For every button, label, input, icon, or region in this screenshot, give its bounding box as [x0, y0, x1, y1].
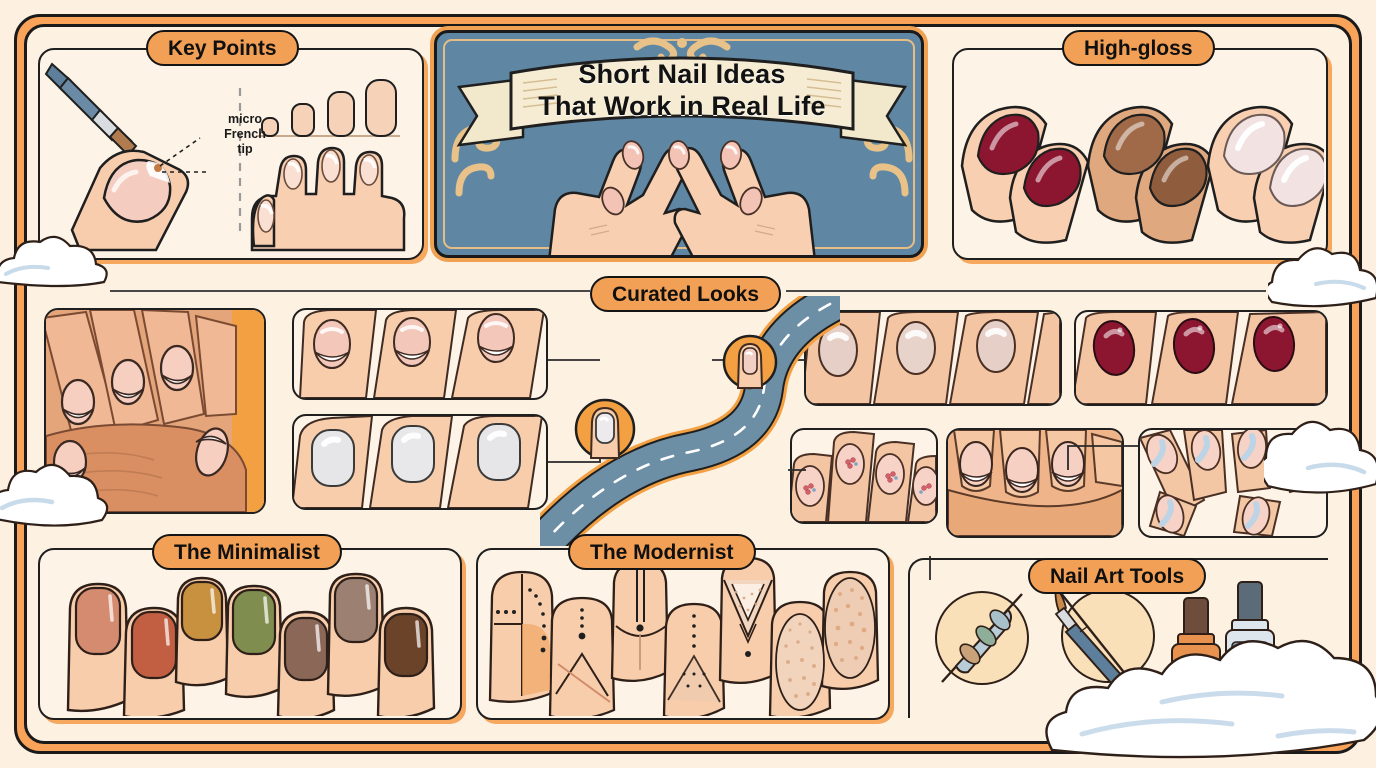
ornament-center-dot [677, 38, 687, 48]
card-pearl-chrome-nails[interactable] [804, 310, 1062, 406]
design-chevron-line-dots [555, 608, 611, 703]
divider-left [110, 290, 590, 292]
minimalist-nail-row [66, 572, 436, 716]
panel-high-gloss [952, 48, 1328, 260]
panel-minimalist [38, 548, 462, 720]
nail-brush-icon [44, 62, 138, 157]
annotation-leader-line [159, 137, 208, 173]
label-modernist[interactable]: The Modernist [568, 534, 756, 570]
title-ribbon [456, 56, 908, 147]
annotation-line-1: micro [227, 112, 263, 126]
dotting-tool-icon [941, 593, 1023, 683]
gloss-nail-pair-pearl [1206, 105, 1324, 244]
label-key-points[interactable]: Key Points [146, 30, 299, 66]
panel-modernist [476, 548, 890, 720]
label-nail-art-tools[interactable]: Nail Art Tools [1028, 558, 1207, 594]
design-dotted-triangle [667, 614, 721, 703]
floral-decals [803, 457, 932, 495]
card-floral-accent-nails[interactable] [790, 428, 938, 524]
annotation-line-2: French [224, 126, 266, 141]
annotation-line-3: tip [237, 141, 253, 156]
road-node-milky-nail[interactable] [574, 398, 636, 460]
divider-right [786, 290, 1266, 292]
card-milky-white-three-nails[interactable] [292, 414, 548, 510]
winding-road-graphic [540, 296, 840, 546]
design-colorblock-dots [494, 574, 550, 696]
label-high-gloss[interactable]: High-gloss [1062, 30, 1215, 66]
road-node-nude-nail[interactable] [722, 334, 778, 390]
nail-length-chart [258, 79, 400, 137]
label-minimalist[interactable]: The Minimalist [152, 534, 342, 570]
polish-bottle-blue-icon [1225, 581, 1275, 685]
design-glitter-gradient [775, 613, 825, 711]
polish-bottle-orange-icon [1171, 597, 1221, 697]
panel-key-points: micro French tip [38, 48, 424, 260]
hand-french-tips-illustration [250, 146, 406, 252]
label-curated-looks[interactable]: Curated Looks [590, 276, 782, 312]
card-french-tip-hand-hero[interactable] [44, 308, 266, 514]
hero-title-banner: Short Nail Ideas That Work in Real Life [434, 30, 924, 258]
gloss-nail-pair-deep-red [960, 105, 1090, 244]
hero-title-line-1: Short Nail Ideas [578, 59, 786, 89]
design-full-glitter [824, 577, 876, 679]
card-deep-red-nails[interactable] [1074, 310, 1328, 406]
hero-title-line-2: That Work in Real Life [538, 90, 826, 121]
micro-french-tip-annotation: micro French tip [215, 112, 275, 156]
hero-title-text: Short Nail Ideas That Work in Real Life [437, 59, 921, 123]
finger-closeup-illustration [70, 149, 190, 252]
hands-illustration [548, 140, 816, 255]
card-nude-french-three-nails[interactable] [292, 308, 548, 400]
card-classic-french-hand[interactable] [946, 428, 1124, 538]
gloss-nail-pair-cocoa [1086, 105, 1216, 244]
card-blue-swirl-nails[interactable] [1138, 428, 1328, 538]
design-double-stripe-dot [615, 564, 667, 670]
design-glitter-chevron [723, 579, 773, 657]
